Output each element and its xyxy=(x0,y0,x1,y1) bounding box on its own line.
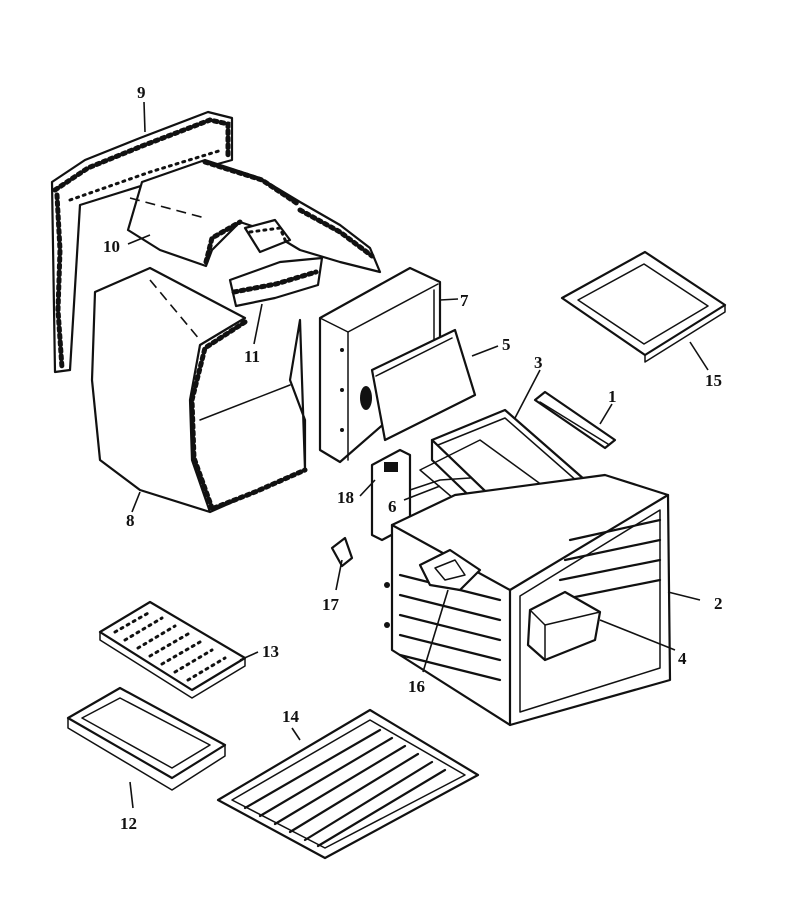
insulation-top xyxy=(126,158,382,274)
insulation-blanket-main xyxy=(90,266,308,514)
callout-12: 12 xyxy=(120,814,137,833)
callout-16: 16 xyxy=(408,677,425,696)
callout-18: 18 xyxy=(337,488,354,507)
callout-2: 2 xyxy=(714,594,723,613)
callout-labels: 1 2 3 4 5 6 7 8 9 10 11 12 13 14 15 16 1… xyxy=(103,83,723,833)
callout-10: 10 xyxy=(103,237,120,256)
broiler-grid xyxy=(98,600,247,699)
callout-1: 1 xyxy=(608,387,617,406)
callout-15: 15 xyxy=(705,371,722,390)
callout-4: 4 xyxy=(678,649,687,668)
insulation-small xyxy=(228,256,324,308)
callout-17: 17 xyxy=(322,595,340,614)
callout-3: 3 xyxy=(534,353,543,372)
insulation-blanket-back xyxy=(50,110,234,374)
callout-13: 13 xyxy=(262,642,279,661)
oven-rack xyxy=(216,708,480,860)
callout-6: 6 xyxy=(388,497,397,516)
window-frame xyxy=(560,250,727,363)
leader-lines xyxy=(127,101,709,809)
heat-shield xyxy=(360,328,477,442)
oven-cavity xyxy=(384,473,672,727)
callout-11: 11 xyxy=(244,347,260,366)
wire-element xyxy=(409,477,471,491)
callout-9: 9 xyxy=(137,83,146,102)
broiler-pan xyxy=(66,686,227,791)
callout-14: 14 xyxy=(282,707,300,726)
callout-5: 5 xyxy=(502,335,511,354)
callout-8: 8 xyxy=(126,511,135,530)
callout-7: 7 xyxy=(460,291,469,310)
trim-strip xyxy=(533,390,617,450)
clip xyxy=(330,536,354,568)
